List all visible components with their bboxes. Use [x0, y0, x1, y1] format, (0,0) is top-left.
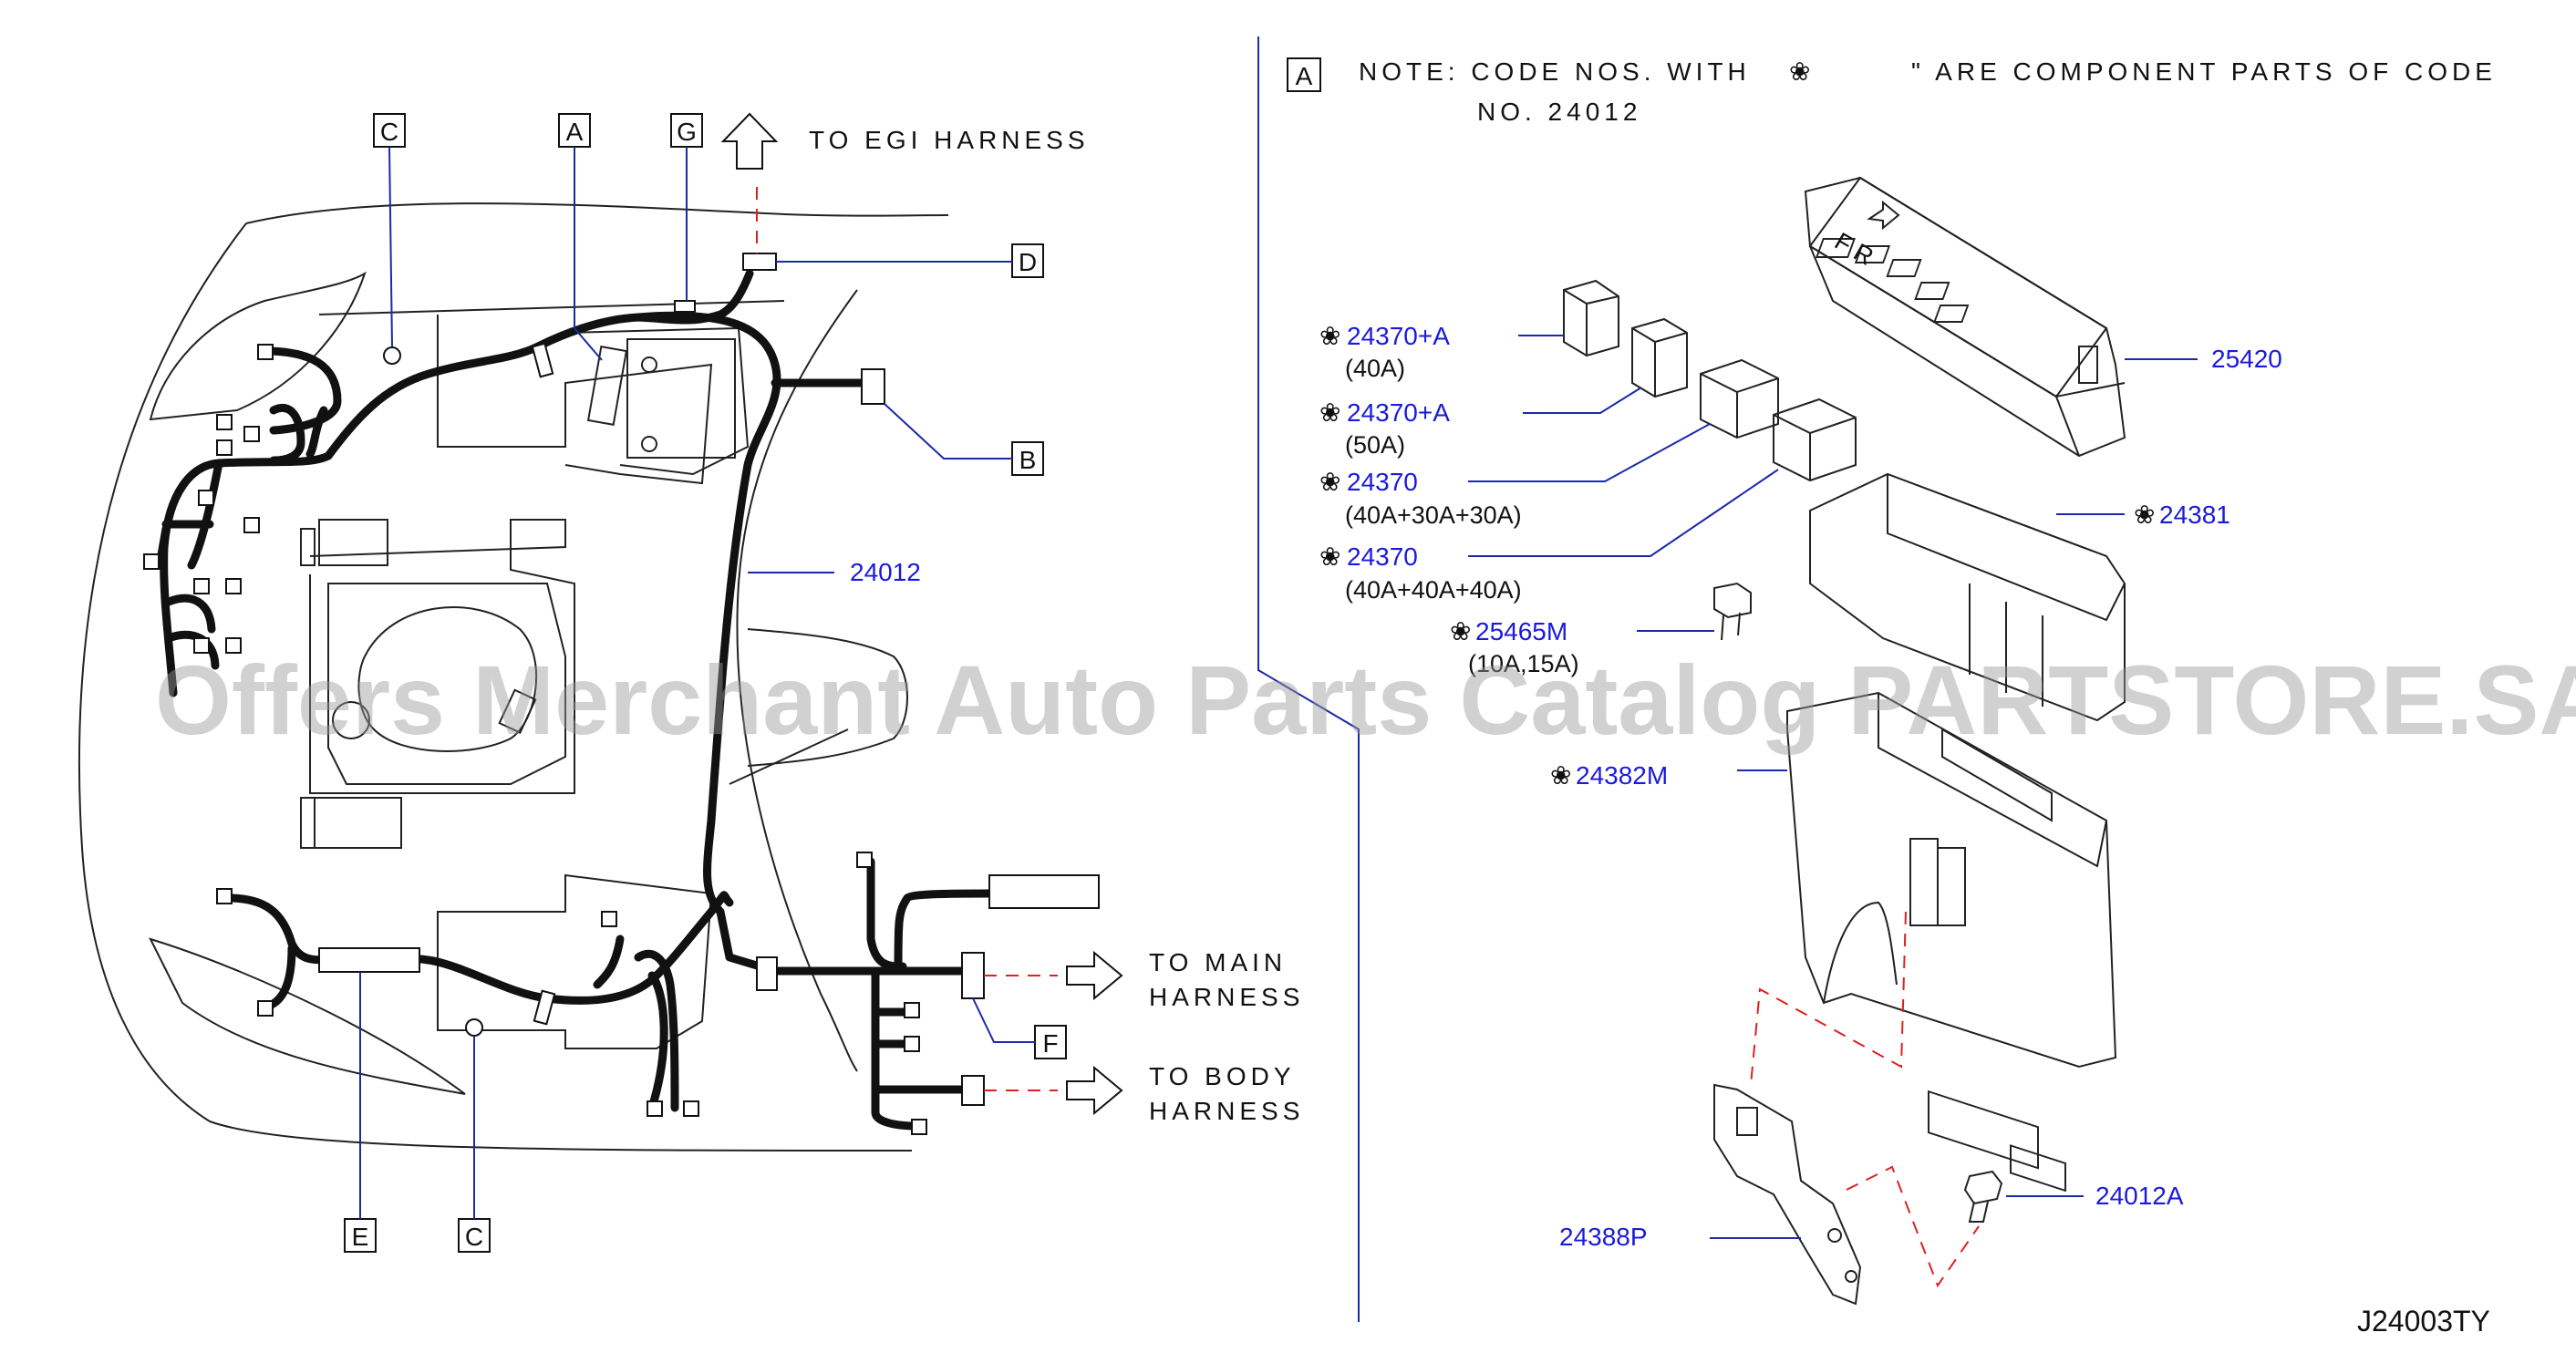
- harness-connectors: [143, 253, 1100, 1135]
- harness-part-label: 24012: [748, 558, 921, 586]
- part-number: 24370: [1347, 542, 1418, 571]
- fuse-block-24381: ❀ 24381: [1809, 472, 2230, 1193]
- to-egi-harness: TO EGI HARNESS: [720, 112, 1090, 253]
- part-mark: ❀: [1319, 467, 1340, 497]
- part-spec: (10A,15A): [1468, 650, 1579, 677]
- callout-b: B: [884, 403, 1044, 476]
- fuse-24370A-40A: ❀ 24370+A (40A): [1319, 279, 1619, 382]
- part-number: 25420: [2211, 345, 2282, 373]
- svg-text:TO MAIN: TO MAIN: [1149, 948, 1287, 976]
- callout-letter: C: [380, 118, 398, 146]
- part-mark: ❀: [1319, 398, 1340, 428]
- bolt-24012A: 24012A: [1963, 1170, 2184, 1223]
- fuse-24370-40-30-30: ❀ 24370 (40A+30A+30A): [1319, 358, 1779, 529]
- callout-g-top: G: [670, 113, 703, 301]
- part-number: 24370: [1347, 468, 1418, 496]
- part-mark: ❀: [1319, 321, 1340, 351]
- part-number: 25465M: [1475, 617, 1567, 646]
- diagram-code: J24003TY: [2357, 1305, 2490, 1338]
- fuse-box-cover-25420: F R 25420: [1804, 176, 2282, 458]
- note-block: A NOTE: CODE NOS. WITH ❀ " ARE COMPONENT…: [1287, 57, 2497, 126]
- callout-letter: D: [1019, 248, 1037, 276]
- fuse-box-body-24382M: ❀ 24382M: [1550, 691, 2117, 1069]
- to-body-harness: TO BODY HARNESS: [984, 1062, 1304, 1125]
- callout-letter: C: [465, 1223, 483, 1251]
- to-main-harness: TO MAIN HARNESS: [984, 948, 1304, 1011]
- svg-text:HARNESS: HARNESS: [1149, 1097, 1304, 1125]
- part-mark: ❀: [1450, 616, 1471, 646]
- part-spec: (40A+40A+40A): [1345, 576, 1522, 604]
- callout-a-top: A: [558, 113, 603, 361]
- svg-text:TO EGI HARNESS: TO EGI HARNESS: [809, 126, 1090, 154]
- part-number: 24012A: [2095, 1182, 2184, 1210]
- part-number: 24370+A: [1347, 398, 1450, 427]
- svg-text:24012: 24012: [850, 558, 921, 586]
- assembly-dash-lines: [1750, 911, 1980, 1288]
- callout-c-top: C: [373, 113, 406, 347]
- fuse-24370A-50A: ❀ 24370+A (50A): [1319, 317, 1688, 459]
- callout-letter: F: [1042, 1029, 1058, 1058]
- note-box-letter: A: [1296, 62, 1313, 90]
- part-mark: ❀: [1319, 542, 1340, 572]
- bracket-24388P: 24388P: [1559, 1083, 1862, 1306]
- part-number: 24370+A: [1347, 322, 1450, 350]
- callout-letter: G: [677, 118, 697, 146]
- fuse-24370-40-40-40: ❀ 24370 (40A+40A+40A): [1319, 398, 1857, 604]
- part-mark: ❀: [1550, 760, 1571, 790]
- fuse-25465M-mini: ❀ 25465M (10A,15A): [1450, 582, 1752, 677]
- callout-d: D: [776, 243, 1044, 278]
- callout-letter: E: [352, 1223, 369, 1251]
- part-mark: ❀: [2134, 500, 2155, 530]
- callout-e: E: [344, 972, 377, 1253]
- svg-text:TO BODY: TO BODY: [1149, 1062, 1296, 1090]
- part-number: 24388P: [1559, 1223, 1648, 1251]
- part-spec: (40A+30A+30A): [1345, 501, 1522, 529]
- svg-text:HARNESS: HARNESS: [1149, 983, 1304, 1011]
- part-number: 24382M: [1576, 761, 1668, 790]
- section-divider: [1257, 36, 1360, 1322]
- callout-letter: A: [566, 118, 584, 146]
- callout-letter: B: [1019, 446, 1037, 474]
- fr-label: F R: [1830, 227, 1878, 271]
- note-line2: NO. 24012: [1477, 98, 1641, 126]
- part-number: 24381: [2159, 501, 2230, 529]
- part-spec: (40A): [1345, 355, 1405, 382]
- callout-c-bottom: C: [458, 1036, 491, 1253]
- engine-bay-outline: [78, 202, 949, 1152]
- part-spec: (50A): [1345, 431, 1405, 459]
- note-line1-end: " ARE COMPONENT PARTS OF CODE: [1911, 57, 2497, 86]
- callout-f: F: [972, 997, 1067, 1059]
- watermark: Offers Merchant Auto Parts Catalog PARTS…: [155, 645, 2576, 755]
- note-mark: ❀: [1789, 57, 1810, 87]
- note-line1-start: NOTE: CODE NOS. WITH: [1359, 57, 1751, 86]
